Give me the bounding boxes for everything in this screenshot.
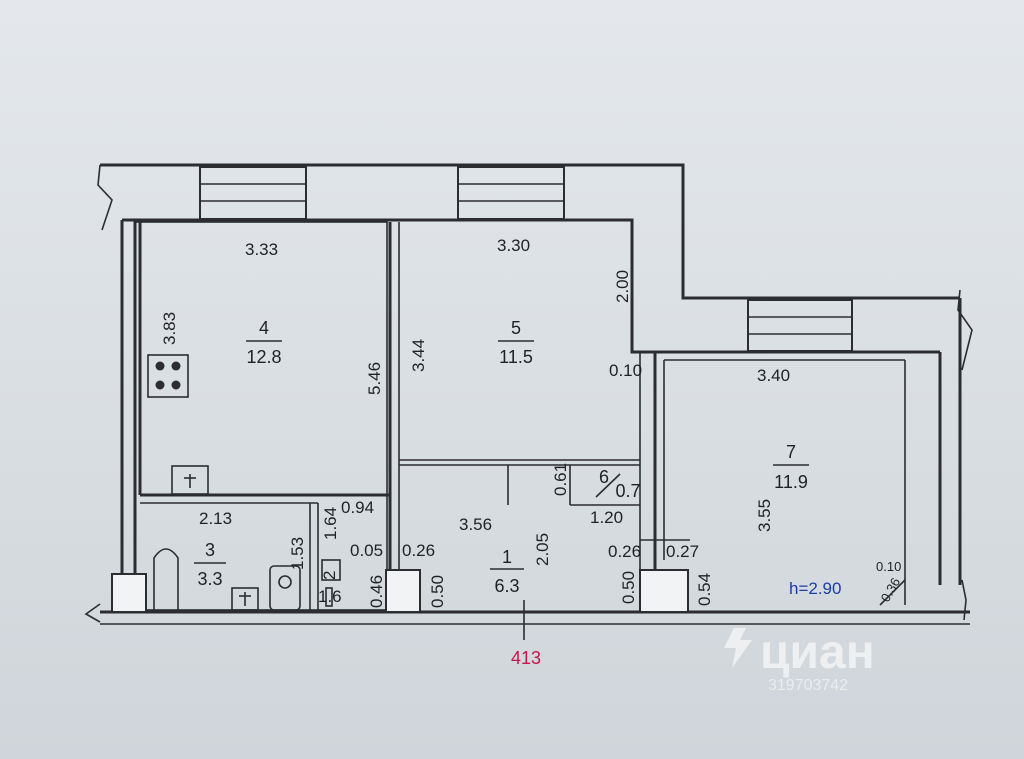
room-7-number: 7 (786, 442, 796, 462)
toilet-icon (269, 565, 301, 611)
exterior-walls (84, 163, 973, 625)
dim-050b: 0.50 (619, 571, 638, 604)
dim-005: 0.05 (350, 541, 383, 560)
dim-hall-width: 3.56 (459, 515, 492, 534)
fixtures (147, 354, 341, 613)
room-1-number: 1 (502, 547, 512, 567)
dim-r5-width: 3.30 (497, 236, 530, 255)
dim-hall-height: 2.05 (533, 533, 552, 566)
bathtub-icon (153, 548, 179, 613)
stove-icon (147, 354, 189, 398)
dim-094: 0.94 (341, 498, 374, 517)
section-marker-label: 413 (511, 648, 541, 668)
room-3-number: 3 (205, 540, 215, 560)
dim-r4-right: 5.46 (365, 362, 384, 395)
room-5-area: 11.5 (499, 347, 533, 367)
room-7-area: 11.9 (774, 472, 808, 492)
room-4-area: 12.8 (246, 347, 281, 367)
dim-wc-w2: 1.6 (318, 587, 342, 606)
dim-wc-w: 2 (320, 571, 339, 580)
watermark-id: 319703742 (768, 677, 848, 694)
dim-bath-h2: 1.64 (321, 507, 340, 540)
columns (111, 569, 689, 613)
windows (199, 166, 853, 352)
room-1-area: 6.3 (494, 576, 519, 596)
cian-logo-icon (724, 628, 752, 668)
dim-r7-corner-a: 0.10 (876, 559, 901, 574)
wc-sink-icon (321, 559, 341, 581)
dim-054: 0.54 (695, 573, 714, 606)
kitchen-sink-icon (171, 465, 209, 495)
dim-050a: 0.50 (428, 575, 447, 608)
room-labels: 4 12.8 5 11.5 7 11.9 3 3.3 1 6.3 6 0.7 (194, 318, 809, 596)
dim-r5-left: 3.44 (409, 339, 428, 372)
ceiling-height-label: h=2.90 (789, 579, 841, 598)
dim-r4-left: 3.83 (160, 312, 179, 345)
room-6-area: 0.7 (615, 481, 640, 501)
dim-046: 0.46 (367, 575, 386, 608)
room-6-number: 6 (599, 467, 609, 487)
room-3-area: 3.3 (197, 569, 222, 589)
dim-closet-w: 1.20 (590, 508, 623, 527)
interior-walls (134, 221, 906, 612)
dim-026a: 0.26 (402, 541, 435, 560)
dim-closet-h: 0.61 (551, 463, 570, 496)
watermark: циан 319703742 (724, 626, 875, 694)
dim-bath-width: 2.13 (199, 509, 232, 528)
dim-step: 0.10 (609, 361, 642, 380)
dim-027: 0.27 (666, 542, 699, 561)
dim-r4-width: 3.33 (245, 240, 278, 259)
room-5-number: 5 (511, 318, 521, 338)
dim-bath-h1: 1.53 (288, 537, 307, 570)
bath-sink-icon (231, 587, 259, 611)
room-4-number: 4 (259, 318, 269, 338)
watermark-brand: циан (760, 626, 875, 679)
dim-r7-corner-b: 0.36 (878, 575, 904, 604)
dim-026b: 0.26 (608, 542, 641, 561)
dim-r7-height: 3.55 (755, 499, 774, 532)
dim-r7-width: 3.40 (757, 366, 790, 385)
dimension-labels: 3.33 3.83 5.46 3.30 3.44 2.00 0.10 3.40 … (160, 236, 903, 608)
dim-r5-right: 2.00 (613, 270, 632, 303)
